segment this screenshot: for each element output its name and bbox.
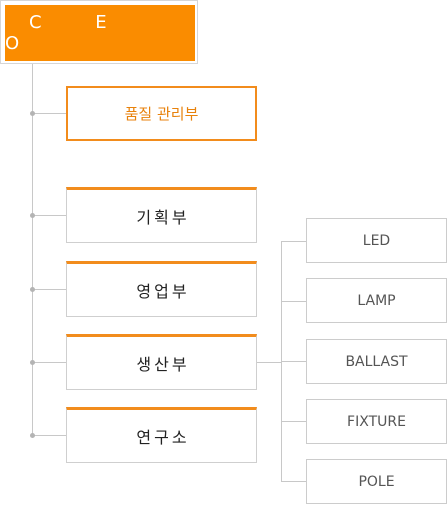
branch-research-line [32, 435, 66, 436]
ceo-label: C E O [5, 5, 195, 61]
junction-dot-production [30, 360, 35, 365]
junction-dot-sales [30, 287, 35, 292]
branch-pole-line [281, 481, 306, 482]
branch-production-line [32, 362, 66, 363]
product-lamp-node: LAMP [306, 278, 447, 323]
quality-management-node: 품질 관리부 [66, 86, 257, 141]
sales-dept-node: 영업부 [66, 261, 257, 317]
product-fixture-node: FIXTURE [306, 399, 447, 444]
branch-ballast-line [281, 361, 306, 362]
product-pole-node: POLE [306, 459, 447, 504]
branch-sales-line [32, 289, 66, 290]
production-dept-node: 생산부 [66, 334, 257, 390]
production-to-products-line [257, 362, 281, 363]
ceo-node: C E O [0, 0, 198, 64]
junction-dot-planning [30, 213, 35, 218]
research-lab-node: 연구소 [66, 407, 257, 463]
main-trunk-line [32, 64, 33, 436]
junction-dot-quality [30, 111, 35, 116]
branch-quality-line [32, 113, 66, 114]
product-led-node: LED [306, 218, 447, 263]
planning-dept-node: 기획부 [66, 187, 257, 243]
branch-lamp-line [281, 301, 306, 302]
branch-planning-line [32, 215, 66, 216]
junction-dot-research [30, 433, 35, 438]
branch-fixture-line [281, 421, 306, 422]
product-ballast-node: BALLAST [306, 339, 447, 384]
branch-led-line [281, 241, 306, 242]
